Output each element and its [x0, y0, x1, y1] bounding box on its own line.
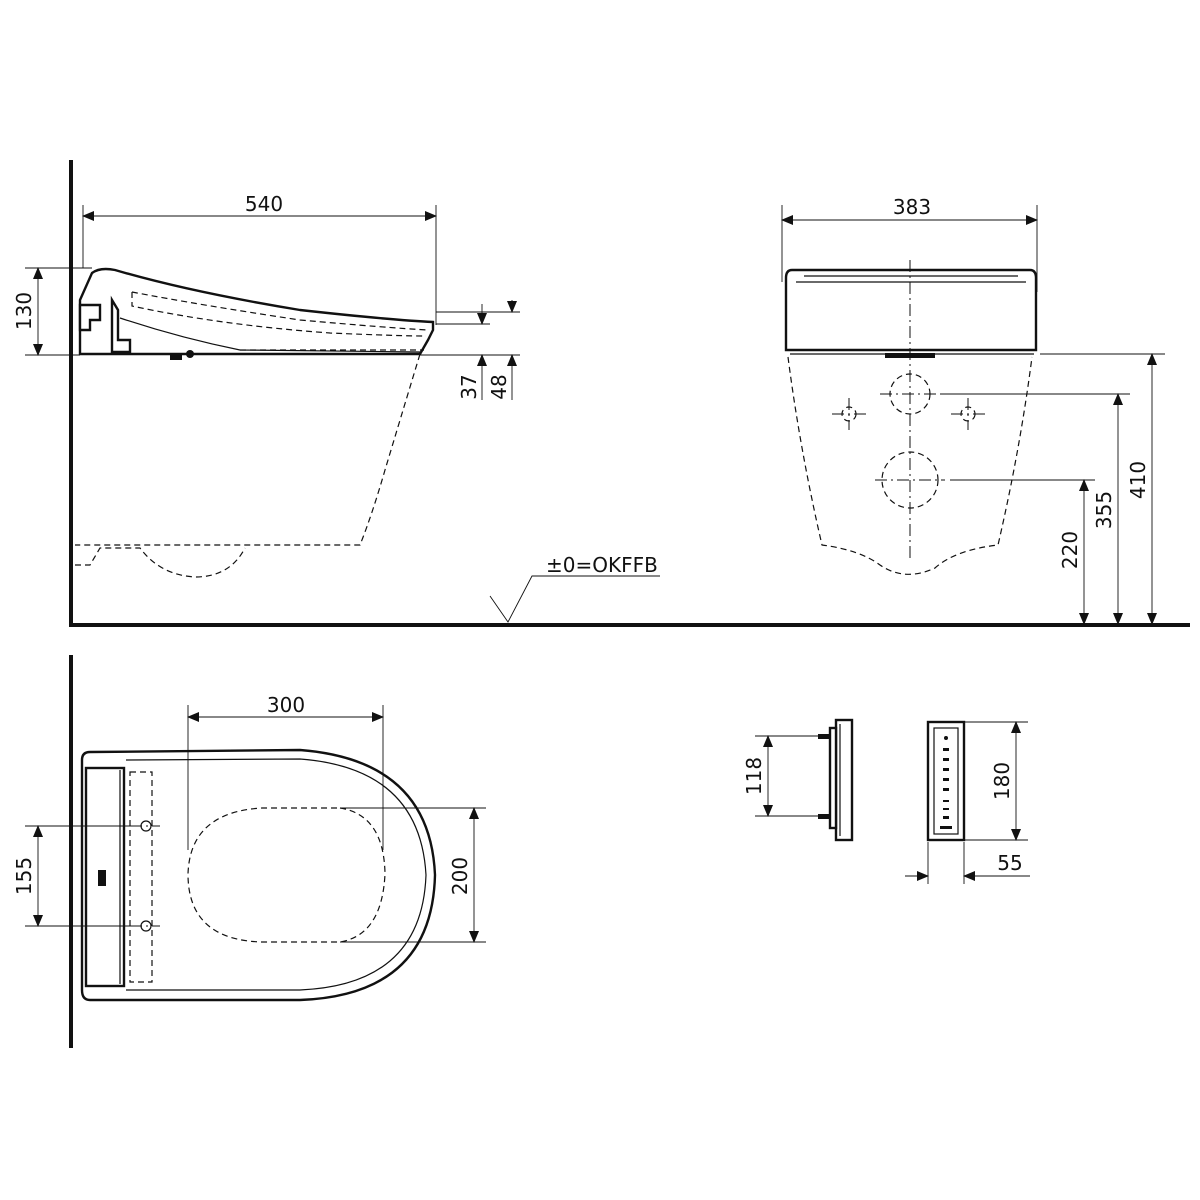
dim-118-text: 118	[742, 757, 766, 795]
dim-37-text: 37	[457, 374, 481, 399]
dim-383-text: 383	[893, 195, 931, 219]
seat-side-outline	[78, 267, 435, 356]
seat-front-outline	[784, 268, 1038, 352]
seat-side-lower-detail	[119, 317, 421, 353]
remote-front-panel	[933, 727, 959, 835]
seat-top-opening-dashed	[187, 807, 386, 943]
remote-button-7	[943, 800, 949, 802]
control-module	[84, 766, 126, 988]
dim-300-text: 300	[267, 693, 305, 717]
remote-views: 118 180 55	[742, 718, 1030, 884]
side-view: 540 130 37 48 ±0=OKFFB	[12, 160, 1190, 627]
hinge-dashed	[129, 771, 153, 983]
dim-155-text: 155	[12, 857, 36, 895]
remote-button-8	[943, 808, 949, 810]
dim-180-text: 180	[990, 762, 1014, 800]
floor-marker	[489, 575, 660, 623]
seat-top-outline	[80, 748, 437, 1002]
bowl-side-dashed-foot	[75, 547, 246, 578]
remote-button-5	[943, 778, 949, 781]
seat-side-hinge-2	[170, 354, 182, 360]
seat-side-hinge	[186, 350, 194, 358]
seat-side-base	[78, 303, 102, 332]
dim-410-text: 410	[1126, 461, 1150, 499]
dim-200-text: 200	[448, 857, 472, 895]
control-module-logo	[98, 870, 106, 886]
remote-button-10	[940, 826, 952, 829]
remote-button-4	[943, 768, 949, 771]
dim-355-text: 355	[1092, 491, 1116, 529]
floor-label: ±0=OKFFB	[546, 553, 658, 577]
seat-side-base-2	[110, 295, 132, 354]
seat-side-inner-dash-2	[131, 292, 427, 337]
bowl-side-dashed	[75, 353, 421, 546]
dim-130-text: 130	[12, 292, 36, 330]
remote-button-3	[943, 758, 949, 761]
remote-button-9	[943, 816, 949, 819]
dim-220-text: 220	[1058, 531, 1082, 569]
dim-55-text: 55	[997, 851, 1022, 875]
remote-button-6	[943, 788, 949, 791]
remote-side-body	[834, 718, 854, 842]
dim-48-text: 48	[487, 374, 511, 399]
bowl-front-dashed	[787, 356, 1033, 575]
top-view: 300 155 200	[12, 655, 486, 1048]
remote-button-1	[944, 736, 948, 740]
remote-button-2	[943, 748, 949, 751]
seat-side-inner-dash	[131, 291, 429, 331]
front-view: 383 410 355 220	[781, 195, 1165, 625]
remote-screw-top	[818, 734, 830, 739]
lower-outlet-dashed	[881, 451, 939, 509]
dim-540-text: 540	[245, 192, 283, 216]
remote-screw-bottom	[818, 814, 830, 819]
remote-side-holder	[828, 726, 838, 830]
seat-top-outline-inner	[125, 758, 427, 991]
